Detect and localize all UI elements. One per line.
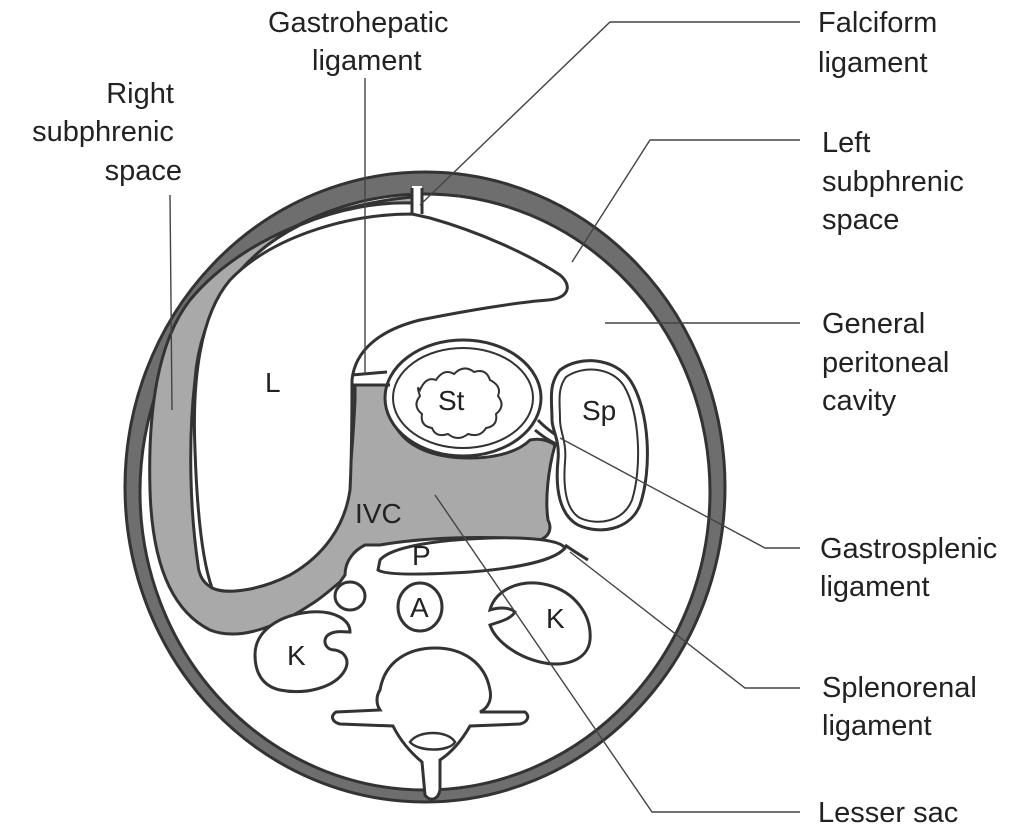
label-gastrosplenic-ligament: Gastrosplenic ligament xyxy=(820,533,1005,603)
label-falciform-ligament: Falciform ligament xyxy=(818,7,945,79)
organ-label-ivc: IVC xyxy=(355,498,402,529)
label-splenorenal-ligament: Splenorenal ligament xyxy=(822,672,985,742)
organ-label-liver: L xyxy=(265,367,281,398)
organ-label-kidney-left: K xyxy=(546,603,565,634)
spleen xyxy=(551,361,647,530)
label-right-subphrenic-space: Right subphrenic space xyxy=(32,78,182,187)
ivc xyxy=(335,582,365,610)
label-lesser-sac: Lesser sac xyxy=(818,797,958,827)
label-general-peritoneal-cavity: General peritoneal cavity xyxy=(822,308,957,417)
organ-label-kidney-right: K xyxy=(287,640,306,671)
organ-label-pancreas: P xyxy=(412,540,431,571)
organ-label-spleen: Sp xyxy=(582,395,616,426)
organ-label-aorta: A xyxy=(410,592,429,623)
label-left-subphrenic-space: Left subphrenic space xyxy=(822,127,972,236)
label-gastrohepatic-ligament: Gastrohepatic ligament xyxy=(268,7,457,77)
spinal-canal xyxy=(410,733,455,750)
organ-label-stomach: St xyxy=(438,385,465,416)
